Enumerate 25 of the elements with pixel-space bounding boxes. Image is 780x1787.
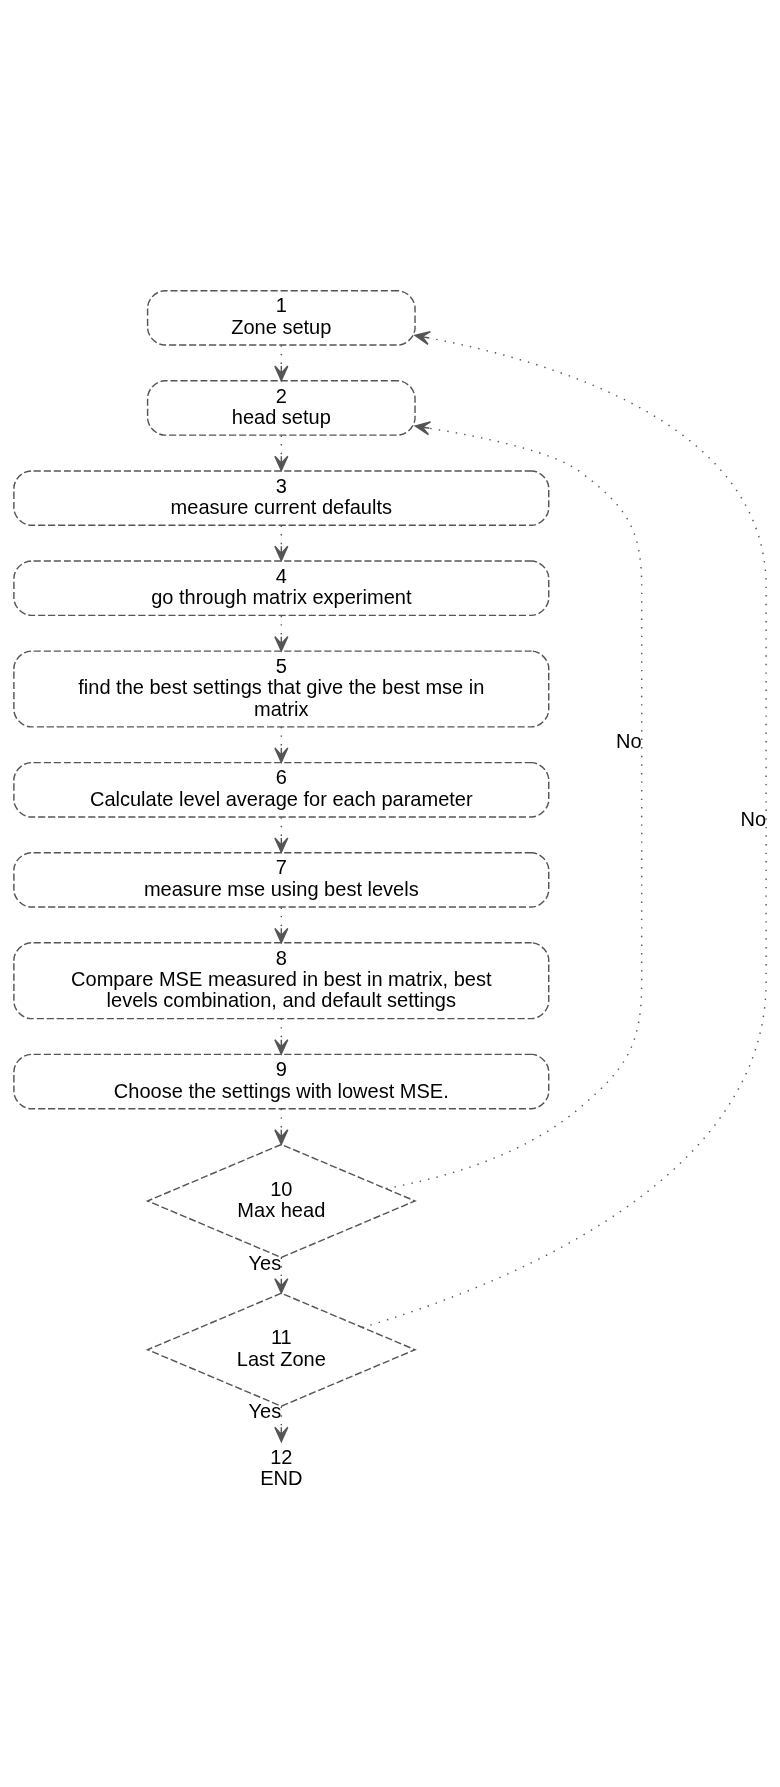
arrow — [274, 1017, 289, 1055]
arrow — [274, 344, 289, 382]
node-text: 12 END — [260, 1445, 303, 1490]
arrow — [274, 816, 289, 854]
arrow — [274, 615, 289, 652]
arrow — [274, 1108, 289, 1145]
node-box: 7 measure mse using best levels — [13, 852, 550, 908]
node-box: 8 Compare MSE measured in best in matrix, best levels combination, and default settings — [13, 942, 550, 1020]
node-box: 6 Calculate level average for each parameter — [13, 761, 550, 818]
node-box: 9 Choose the settings with lowest MSE. — [13, 1053, 550, 1110]
node-box: 3 measure current defaults — [13, 470, 550, 526]
arrow — [274, 726, 289, 763]
arrow — [274, 524, 289, 562]
node-box: 1 Zone setup — [146, 290, 416, 346]
arrow — [385, 421, 643, 1190]
arrow — [274, 906, 289, 944]
edge-label: No — [616, 730, 642, 753]
arrow — [274, 1405, 289, 1443]
node-box: 5 find the best settings that give the best mse in matrix — [13, 650, 550, 728]
node-box: 2 head setup — [146, 380, 416, 436]
arrow — [274, 434, 289, 472]
node-box: 4 go through matrix experiment — [13, 560, 550, 617]
arrow — [274, 1256, 289, 1294]
edge-label: No — [740, 808, 767, 831]
arrow — [361, 330, 767, 1329]
